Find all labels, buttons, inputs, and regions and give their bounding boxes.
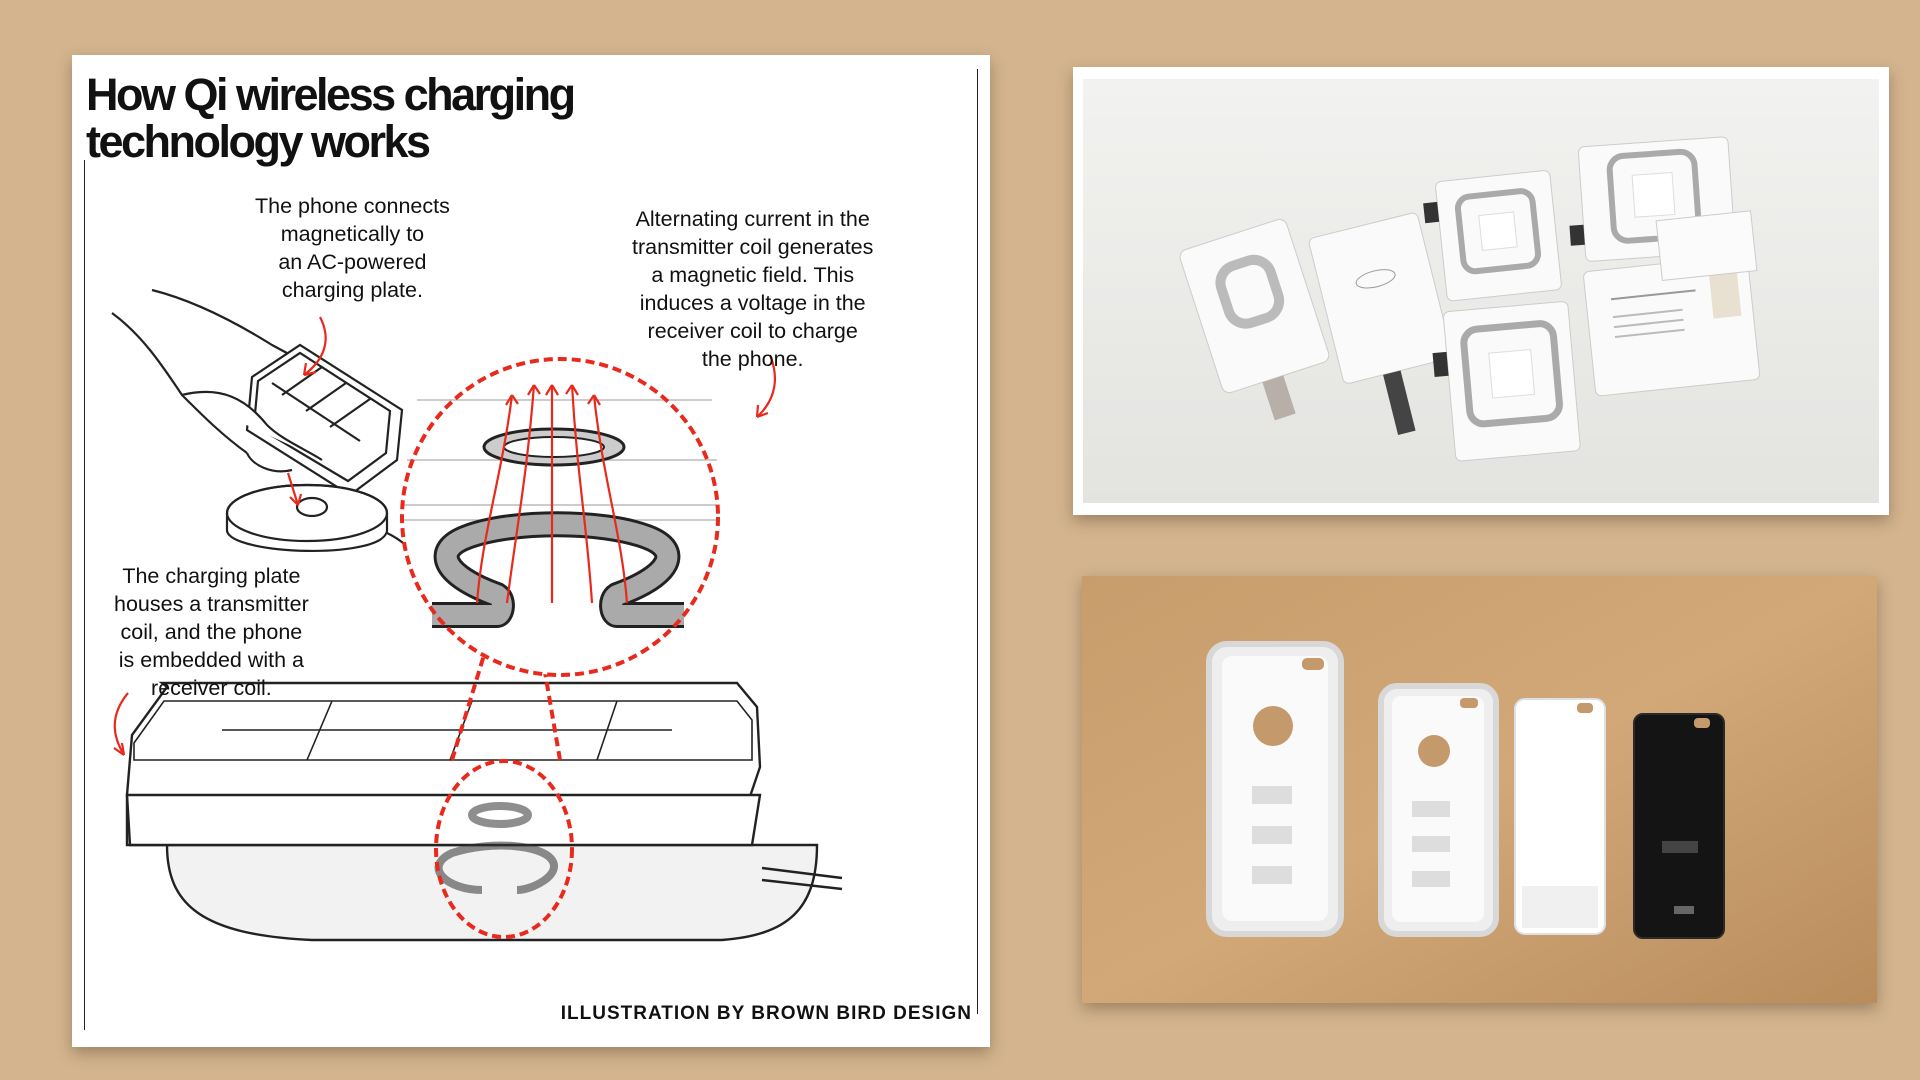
- caption-line: charging plate.: [281, 278, 423, 302]
- phone-cases-photo: [1082, 576, 1877, 1003]
- receiver-pads-photo: [1073, 67, 1889, 515]
- diagram-illustration: [111, 288, 843, 942]
- caption-line: the phone.: [701, 347, 804, 371]
- receiver-pads-image: [1083, 79, 1879, 503]
- caption-line: coil, and the phone: [120, 620, 303, 644]
- illustration-credit: ILLUSTRATION BY BROWN BIRD DESIGN: [560, 1003, 972, 1024]
- caption-line: The phone connects: [255, 194, 450, 218]
- phone-cases-image: [1082, 576, 1877, 1003]
- caption-line: The charging plate: [122, 564, 301, 588]
- diagram-title: How Qi wireless charging technology work…: [86, 69, 576, 167]
- caption-plate: The charging plate houses a transmitter …: [114, 562, 309, 702]
- caption-line: is embedded with a: [118, 648, 305, 672]
- diagram-card: How Qi wireless charging technology work…: [72, 55, 990, 1047]
- caption-line: receiver coil to charge: [647, 319, 858, 343]
- caption-current: Alternating current in the transmitter c…: [632, 205, 873, 373]
- title-line: How Qi wireless charging: [86, 69, 576, 120]
- caption-line: a magnetic field. This: [651, 263, 855, 287]
- caption-phone: The phone connects magnetically to an AC…: [255, 192, 450, 304]
- caption-line: Alternating current in the: [635, 207, 870, 231]
- caption-line: houses a transmitter: [114, 592, 309, 616]
- divider: [84, 160, 85, 1030]
- caption-line: receiver coil.: [151, 676, 272, 700]
- title-line: technology works: [86, 116, 431, 167]
- caption-line: transmitter coil generates: [632, 235, 874, 259]
- caption-line: induces a voltage in the: [639, 291, 866, 315]
- caption-line: an AC-powered: [278, 250, 427, 274]
- divider: [977, 69, 978, 1014]
- caption-line: magnetically to: [280, 222, 425, 246]
